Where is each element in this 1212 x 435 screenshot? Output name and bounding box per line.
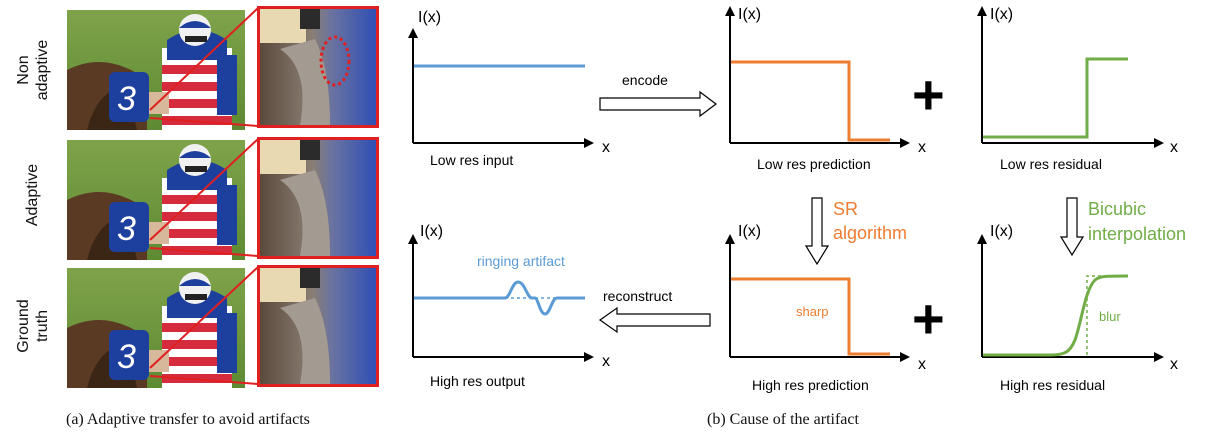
x-axis-label: x — [918, 139, 926, 156]
x-axis-label: x — [1170, 139, 1178, 156]
signal-ringing — [414, 280, 585, 316]
signal-blurred-step — [983, 274, 1129, 357]
y-axis-label: I(x) — [420, 223, 443, 240]
caption-b: (b) Cause of the artifact — [707, 411, 859, 428]
y-axis-label: I(x) — [738, 6, 761, 23]
signal-step-up — [983, 57, 1128, 139]
plot-high-res-residual: I(x) x blur High res residual — [977, 223, 1178, 393]
plot-high-res-prediction: I(x) x sharp High res prediction — [725, 223, 926, 393]
blur-annotation: blur — [1099, 309, 1121, 324]
plot-title: High res prediction — [752, 377, 869, 393]
plot-title: Low res input — [430, 152, 513, 168]
x-axis-label: x — [1170, 356, 1178, 373]
x-axis-label: x — [602, 139, 610, 156]
plot-high-res-output: I(x) x ringing artifact High res output — [408, 223, 610, 389]
plot-low-res-residual: I(x) x Low res residual — [977, 6, 1178, 172]
signal-sharp-reference-dotted — [1086, 275, 1110, 355]
signal-step-down — [731, 60, 890, 142]
svg-text:3: 3 — [117, 80, 136, 118]
reconstruct-arrow: reconstruct — [598, 288, 711, 334]
sharp-annotation: sharp — [796, 304, 829, 319]
plot-title: High res residual — [1000, 377, 1105, 393]
zoom-inset-ground-truth — [257, 265, 379, 387]
y-axis-label: I(x) — [738, 223, 761, 240]
x-axis-label: x — [918, 356, 926, 373]
sr-label-line1: SR — [833, 199, 858, 219]
plot-title: Low res residual — [1000, 156, 1102, 172]
plot-low-res-prediction: I(x) x Low res prediction — [725, 6, 926, 172]
signal-sharp-step — [731, 277, 890, 356]
encode-label: encode — [622, 72, 668, 88]
plus-sign-top: + — [912, 63, 945, 126]
plot-title: High res output — [430, 373, 525, 389]
y-axis-label: I(x) — [990, 6, 1013, 23]
sr-algorithm-arrow: SR algorithm — [804, 197, 907, 266]
bicubic-label-line2: interpolation — [1088, 224, 1186, 244]
encode-arrow: encode — [599, 72, 717, 118]
y-axis-label: I(x) — [418, 9, 441, 26]
plot-title: Low res prediction — [757, 156, 871, 172]
ringing-annotation: ringing artifact — [477, 253, 565, 269]
bicubic-arrow: Bicubic interpolation — [1059, 197, 1186, 257]
caption-a: (a) Adaptive transfer to avoid artifacts — [66, 411, 310, 428]
svg-text:3: 3 — [117, 338, 136, 376]
plus-sign-bottom: + — [912, 287, 945, 350]
sr-label-line2: algorithm — [833, 223, 907, 243]
bicubic-label-line1: Bicubic — [1088, 199, 1146, 219]
plot-low-res-input: I(x) x Low res input — [408, 9, 610, 168]
x-axis-label: x — [602, 353, 610, 370]
svg-text:3: 3 — [117, 210, 136, 248]
zoom-inset-non-adaptive — [257, 6, 379, 128]
reconstruct-label: reconstruct — [603, 288, 672, 304]
y-axis-label: I(x) — [990, 223, 1013, 240]
